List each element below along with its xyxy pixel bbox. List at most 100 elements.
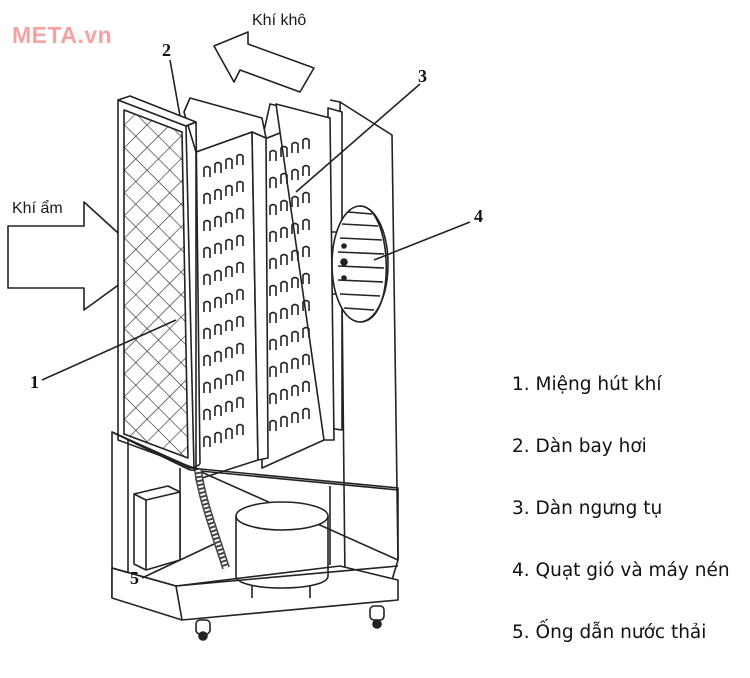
intake-filter [117, 95, 201, 469]
vent-slot [214, 296, 222, 308]
vent-slot [269, 257, 277, 269]
vent-slot [203, 246, 211, 258]
vent-slot [291, 222, 299, 234]
vent-slot [291, 384, 299, 396]
vent-slot [291, 141, 299, 153]
vent-slot [302, 245, 310, 257]
vent-slot [291, 249, 299, 261]
vent-slot [236, 153, 244, 165]
vent-slot [236, 342, 244, 354]
vent-slot [225, 427, 233, 439]
vent-slot [302, 353, 310, 365]
vent-slot [225, 346, 233, 358]
vent-slot [214, 350, 222, 362]
leader-line-2 [169, 59, 181, 117]
vent-slot [214, 188, 222, 200]
legend-item-evaporator: 2. Dàn bay hơi [512, 436, 647, 457]
vent-slot [225, 157, 233, 169]
vent-slot [214, 377, 222, 389]
vent-slot [236, 315, 244, 327]
vent-slot [203, 327, 211, 339]
vent-slot [236, 288, 244, 300]
vent-slot [225, 211, 233, 223]
cabinet-body [327, 99, 399, 581]
callout-2: 2 [162, 40, 171, 60]
vent-slot [214, 215, 222, 227]
callout-4: 4 [474, 206, 483, 226]
vent-slot [291, 303, 299, 315]
vent-slot [203, 273, 211, 285]
vent-slot [203, 354, 211, 366]
leader-line-1 [41, 319, 177, 381]
vent-slot [214, 242, 222, 254]
vent-slot [225, 319, 233, 331]
legend-item-condenser: 3. Dàn ngưng tụ [512, 498, 663, 519]
humid-air-arrow [7, 201, 151, 311]
vent-slot [291, 330, 299, 342]
vent-slot [236, 180, 244, 192]
vent-slot [203, 408, 211, 420]
vent-slot [225, 238, 233, 250]
vent-slot [280, 226, 288, 238]
vent-slot [280, 307, 288, 319]
vent-slot [269, 365, 277, 377]
vent-slot [236, 423, 244, 435]
vent-slots [203, 137, 310, 447]
vent-slot [280, 388, 288, 400]
legend-item-intake: 1. Miệng hút khí [512, 374, 662, 395]
vent-slot [269, 149, 277, 161]
control-box [133, 485, 181, 571]
vent-slot [269, 284, 277, 296]
vent-slot [203, 165, 211, 177]
leader-line-5 [141, 543, 215, 579]
vent-slot [280, 415, 288, 427]
condenser-panel [261, 103, 335, 469]
callout-5: 5 [130, 568, 139, 588]
vent-slot [269, 203, 277, 215]
vent-slot [280, 280, 288, 292]
vent-slot [280, 253, 288, 265]
vent-slot [225, 373, 233, 385]
vent-slot [269, 338, 277, 350]
parts-legend: 1. Miệng hút khí 2. Dàn bay hơi 3. Dàn n… [512, 368, 748, 678]
vent-slot [203, 381, 211, 393]
vent-slot [236, 396, 244, 408]
leader-line-3 [295, 83, 421, 193]
vent-slot [269, 176, 277, 188]
vent-slot [236, 207, 244, 219]
vent-slot [291, 276, 299, 288]
legend-item-fan-compressor: 4. Quạt gió và máy nén [512, 560, 730, 581]
vent-slot [280, 172, 288, 184]
vent-slot [214, 269, 222, 281]
compressor [235, 501, 329, 598]
vent-slot [291, 411, 299, 423]
vent-slot [302, 191, 310, 203]
vent-slot [203, 192, 211, 204]
vent-slot [236, 261, 244, 273]
vent-slot [302, 326, 310, 338]
vent-slot [280, 145, 288, 157]
vent-slot [280, 334, 288, 346]
vent-slot [302, 380, 310, 392]
callout-1: 1 [30, 372, 39, 392]
vent-slot [203, 219, 211, 231]
vent-slot [214, 161, 222, 173]
vent-slot [302, 164, 310, 176]
vent-slot [203, 300, 211, 312]
vent-slot [302, 218, 310, 230]
vent-slot [203, 435, 211, 447]
leader-line-4 [373, 221, 471, 261]
vent-slot [225, 400, 233, 412]
dry-air-label: Khí khô [252, 12, 307, 29]
vent-slot [291, 357, 299, 369]
vent-slot [302, 272, 310, 284]
vent-slot [269, 392, 277, 404]
vent-slot [225, 265, 233, 277]
humid-air-label: Khí ẩm [12, 200, 63, 217]
legend-item-drain-hose: 5. Ống dẫn nước thải [512, 622, 707, 643]
vent-slot [302, 137, 310, 149]
dry-air-arrow [213, 31, 315, 93]
caster-wheels [195, 605, 385, 641]
vent-slot [280, 361, 288, 373]
vent-slot [269, 419, 277, 431]
